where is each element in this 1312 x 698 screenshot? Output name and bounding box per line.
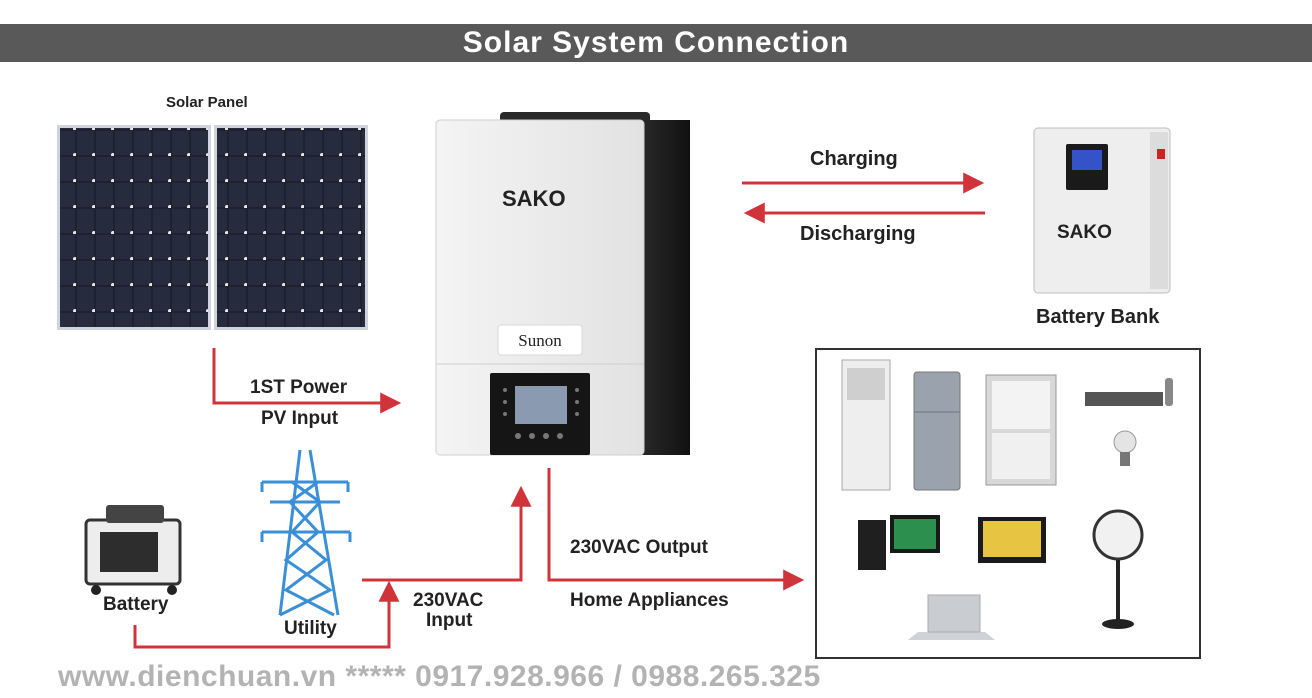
pv-power-label: 1ST Power — [250, 377, 348, 398]
ac-input-label-line2: Input — [426, 610, 473, 631]
battery-label: Battery — [103, 594, 169, 615]
utility-tower-icon — [260, 449, 352, 617]
page-title: Solar System Connection — [462, 26, 850, 59]
solar-panel-label: Solar Panel — [166, 94, 248, 111]
inverter-image — [435, 112, 690, 456]
appliances-image — [841, 359, 1173, 640]
utility-input-arrow — [362, 485, 532, 582]
contact-footer: www.dienchuan.vn ***** 0917.928.966 / 09… — [58, 660, 821, 693]
ac-input-label-line1: 230VAC — [413, 590, 484, 611]
title-bar: Solar System Connection — [0, 24, 1312, 62]
ac-output-label: 230VAC Output — [570, 537, 708, 558]
solar-panel-image — [57, 125, 368, 330]
generator-image — [84, 505, 182, 595]
ac-output-arrow — [547, 468, 805, 591]
pv-input-label: PV Input — [261, 408, 339, 429]
charging-label: Charging — [810, 148, 898, 170]
utility-label: Utility — [284, 618, 337, 639]
inverter-model: Sunon — [518, 331, 562, 350]
battery-bank-image — [1033, 127, 1171, 294]
battery-bank-label: Battery Bank — [1036, 306, 1160, 328]
battery-input-arrow — [133, 580, 400, 649]
battery-unit-brand: SAKO — [1057, 222, 1112, 243]
home-appliances-label: Home Appliances — [570, 590, 729, 611]
inverter-brand: SAKO — [502, 186, 566, 211]
discharging-label: Discharging — [800, 223, 916, 245]
pv-input-arrow — [212, 348, 402, 414]
flow-arrows — [133, 172, 985, 649]
